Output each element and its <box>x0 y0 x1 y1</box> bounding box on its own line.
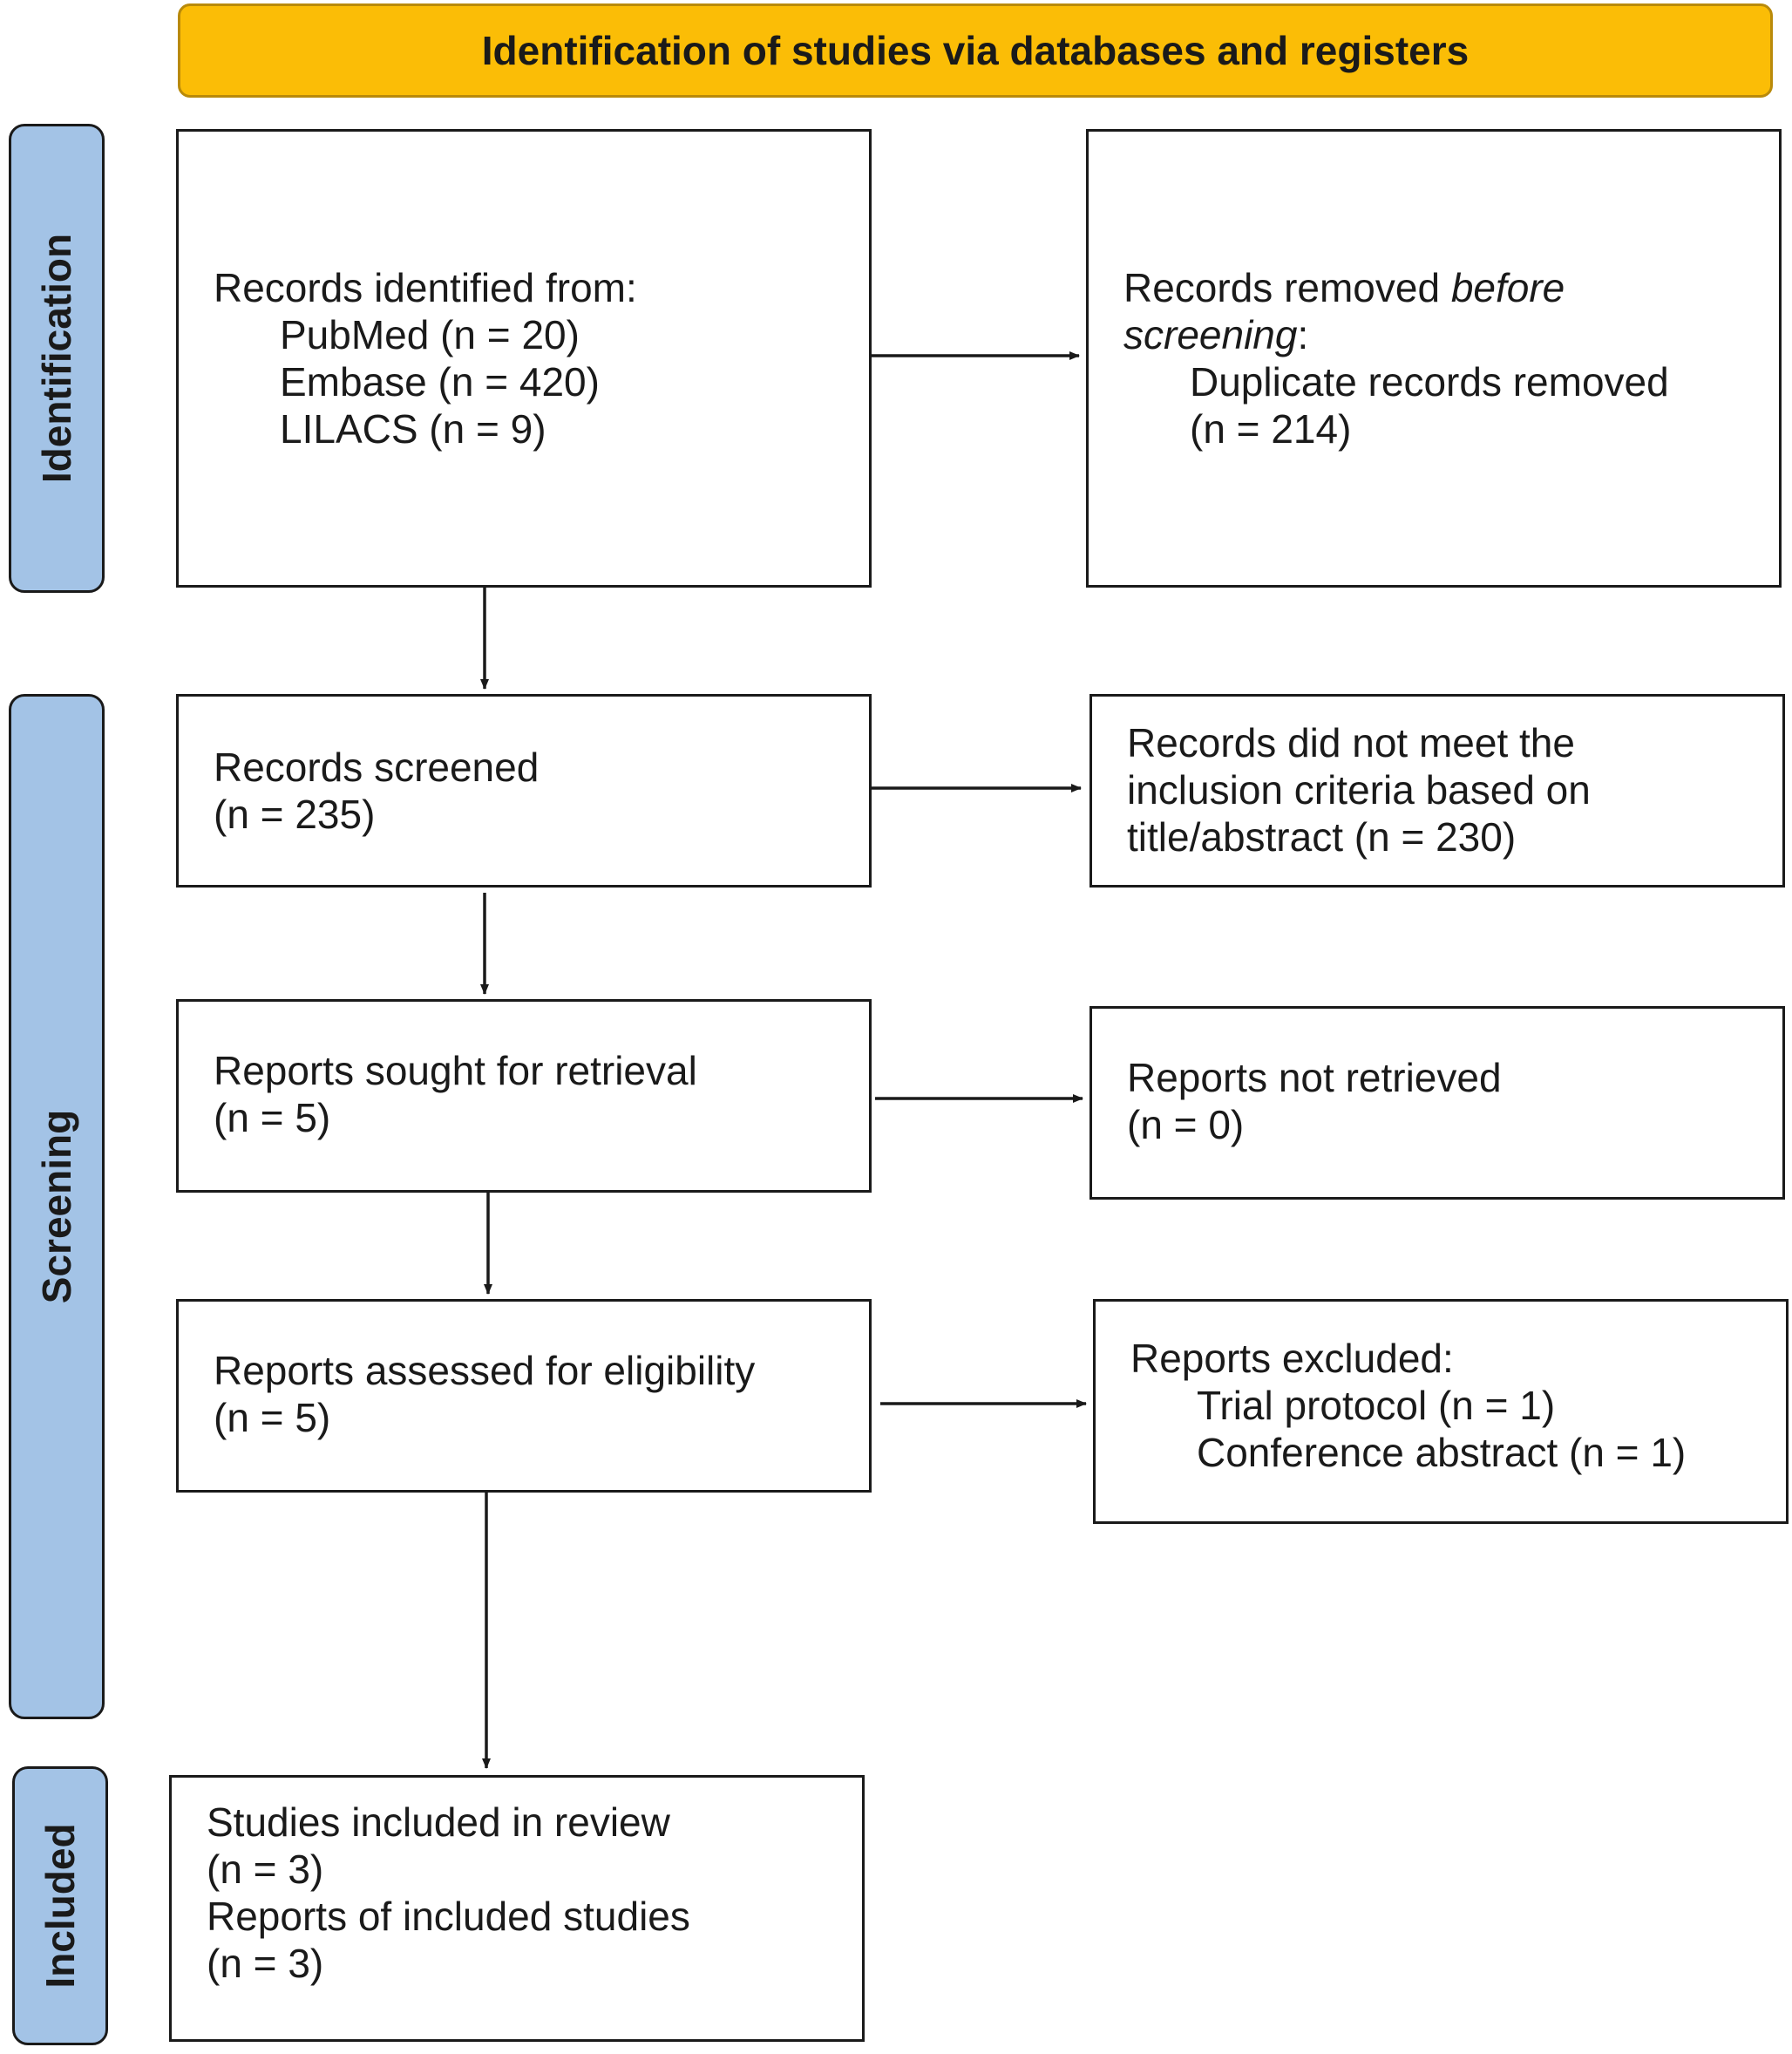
reports-assessed-count: (n = 5) <box>214 1395 331 1440</box>
source-embase: Embase (n = 420) <box>280 359 600 405</box>
records-screened-title: Records screened <box>214 745 540 790</box>
records-identified-title: Records identified from: <box>214 265 637 310</box>
source-lilacs: LILACS (n = 9) <box>280 406 546 452</box>
records-removed-title-colon: : <box>1297 312 1309 357</box>
records-identified-box: Records identified from: PubMed (n = 20)… <box>176 129 872 588</box>
studies-included-line-3: Reports of included studies <box>207 1894 690 1939</box>
studies-included-line-1: Studies included in review <box>207 1799 670 1845</box>
records-removed-title-plain: Records removed <box>1123 265 1451 310</box>
reports-excluded-box: Reports excluded: Trial protocol (n = 1)… <box>1093 1299 1789 1524</box>
records-removed-box: Records removed before screening: Duplic… <box>1086 129 1782 588</box>
records-screened-box: Records screened (n = 235) <box>176 694 872 888</box>
reports-sought-title: Reports sought for retrieval <box>214 1048 697 1093</box>
records-excluded-box: Records did not meet the inclusion crite… <box>1089 694 1785 888</box>
records-removed-title: Records removed before <box>1123 264 1779 311</box>
records-excluded-line-1: Records did not meet the <box>1127 720 1575 765</box>
reports-excluded-title: Reports excluded: <box>1130 1336 1454 1381</box>
phase-screening: Screening <box>9 694 105 1719</box>
reports-assessed-box: Reports assessed for eligibility (n = 5) <box>176 1299 872 1493</box>
reports-not-retrieved-title: Reports not retrieved <box>1127 1055 1502 1100</box>
records-removed-detail: Duplicate records removed <box>1190 359 1669 405</box>
reports-not-retrieved-box: Reports not retrieved (n = 0) <box>1089 1006 1785 1200</box>
reports-sought-box: Reports sought for retrieval (n = 5) <box>176 999 872 1193</box>
records-removed-count: (n = 214) <box>1190 406 1352 452</box>
reports-sought-count: (n = 5) <box>214 1095 331 1140</box>
reports-excluded-reason-2: Conference abstract (n = 1) <box>1197 1430 1687 1475</box>
reports-assessed-title: Reports assessed for eligibility <box>214 1348 756 1393</box>
records-excluded-line-2: inclusion criteria based on <box>1127 767 1591 813</box>
records-excluded-line-3: title/abstract (n = 230) <box>1127 814 1517 860</box>
phase-identification: Identification <box>9 124 105 593</box>
studies-included-line-4: (n = 3) <box>207 1941 324 1986</box>
reports-not-retrieved-count: (n = 0) <box>1127 1102 1245 1147</box>
phase-header: Identification of studies via databases … <box>178 3 1773 98</box>
records-removed-title-2: screening: <box>1123 311 1779 358</box>
phase-included: Included <box>12 1766 108 2045</box>
reports-excluded-reason-1: Trial protocol (n = 1) <box>1197 1383 1556 1428</box>
records-removed-title-italic: before <box>1450 265 1565 310</box>
source-pubmed: PubMed (n = 20) <box>280 312 580 357</box>
records-removed-title-italic-2: screening <box>1123 312 1298 357</box>
studies-included-box: Studies included in review (n = 3) Repor… <box>169 1775 865 2042</box>
studies-included-line-2: (n = 3) <box>207 1847 324 1892</box>
records-screened-count: (n = 235) <box>214 792 376 837</box>
